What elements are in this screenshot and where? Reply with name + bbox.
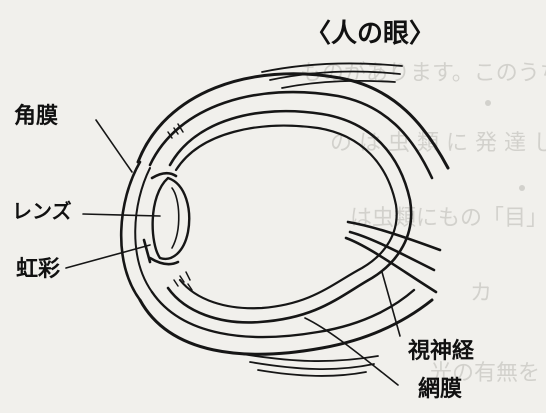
muscle-strands-bottom [242, 354, 378, 376]
label-optic-nerve: 視神経 [408, 338, 475, 364]
cornea-shape [121, 162, 140, 300]
optic-nerve-shape [346, 222, 440, 292]
label-lens: レンズ [12, 199, 72, 223]
leader-lines [66, 120, 400, 385]
sclera-lower-inner [152, 290, 414, 337]
lens-inner-shape [172, 188, 179, 248]
svg-text:カ: カ [470, 281, 492, 306]
label-cornea: 角膜 [14, 103, 58, 129]
label-retina: 網膜 [418, 376, 462, 402]
cornea-inner-shape [135, 168, 152, 292]
lens-shape [153, 178, 190, 259]
label-iris: 虹彩 [16, 257, 60, 282]
svg-text:は虫類にもの「目」がある: は虫類にもの「目」がある [350, 206, 546, 231]
diagram-title: 〈人の眼〉 [305, 19, 435, 49]
